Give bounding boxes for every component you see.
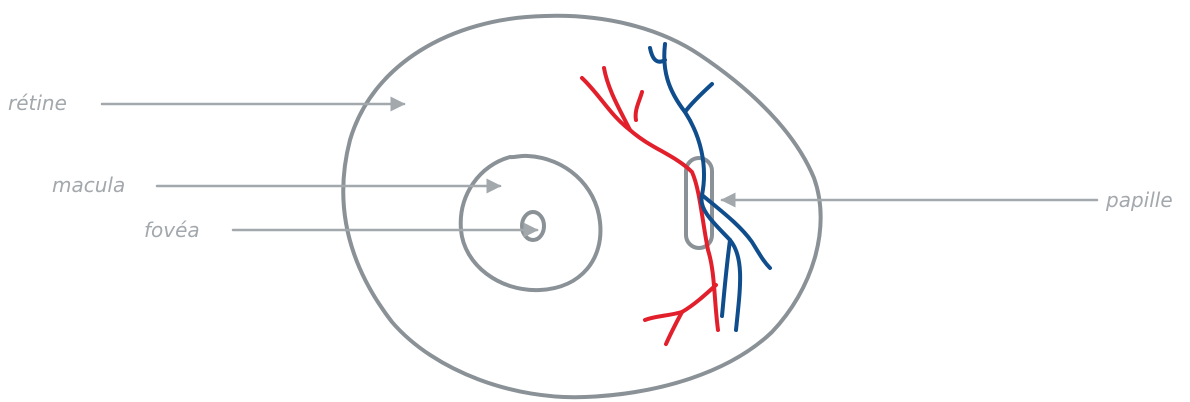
vein-lower-left	[722, 240, 730, 316]
artery-upper-left	[582, 78, 630, 130]
macula-outline	[461, 156, 601, 290]
papilla-label: papille	[1105, 188, 1173, 212]
fovea-label: fovéa	[144, 218, 200, 242]
vein-upper-right	[685, 84, 712, 112]
artery-upper-right	[636, 92, 642, 120]
vein-main	[664, 44, 740, 330]
fovea-outline	[522, 212, 544, 240]
macula-label: macula	[52, 173, 125, 197]
retina-outline	[343, 16, 820, 397]
retina-label: rétine	[8, 91, 67, 115]
arteries	[582, 68, 718, 344]
